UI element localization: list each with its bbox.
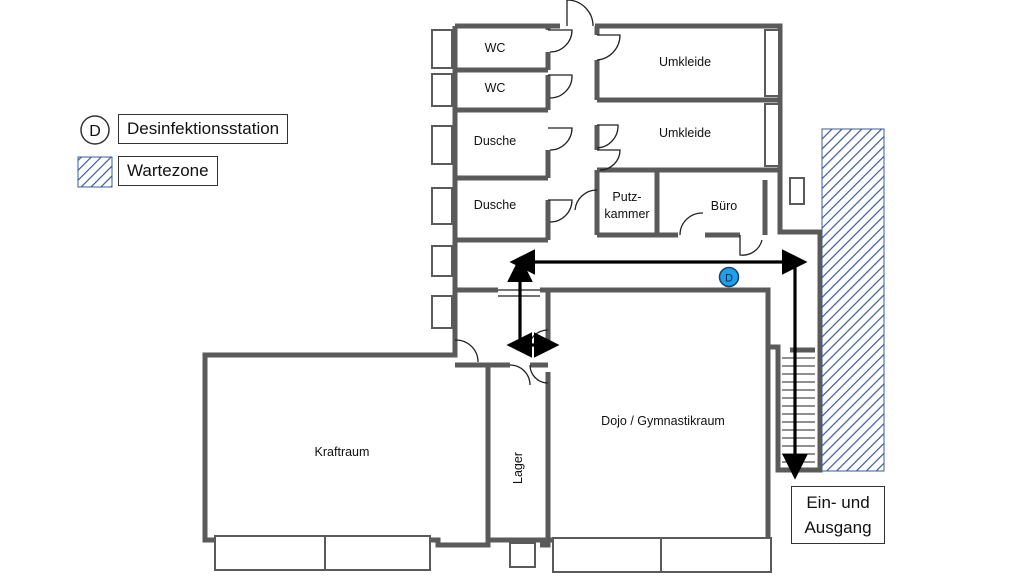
storage-walls: [452, 340, 548, 540]
waiting-zone-area: [821, 128, 885, 472]
locker-room-walls: [594, 26, 780, 238]
room-label-janitor-line2: kammer: [604, 207, 649, 221]
exit-label: Ein- und Ausgang: [791, 486, 885, 544]
room-label-shower-1: Dusche: [474, 134, 516, 148]
sanitary-block-walls: [455, 26, 551, 243]
windows-right: [764, 29, 805, 205]
windows-left: [431, 29, 453, 329]
floor-plan: [202, 23, 823, 548]
legend-waiting-zone-label: Wartezone: [118, 156, 218, 186]
disinfection-marker-label: D: [725, 273, 733, 285]
door-swings: [454, 0, 763, 386]
route-arrows: [506, 249, 808, 480]
room-label-office: Büro: [711, 199, 737, 213]
stairs: [782, 357, 815, 463]
corridor-walls: [452, 240, 771, 540]
room-label-janitor-line1: Putz-: [612, 190, 641, 204]
disinfection-station-marker: D: [718, 266, 740, 288]
legend-disinfection-symbol: D: [89, 123, 101, 140]
room-label-wc-1: WC: [485, 41, 506, 55]
legend-disinfection-icon: [80, 115, 110, 145]
windows-bottom: [214, 535, 772, 573]
exit-label-line1: Ein- und: [806, 493, 870, 512]
room-label-shower-2: Dusche: [474, 198, 516, 212]
room-label-weight-room: Kraftraum: [315, 445, 370, 459]
room-label-wc-2: WC: [485, 81, 506, 95]
room-labels: WC WC Dusche Dusche Umkleide Umkleide Pu…: [315, 41, 738, 484]
legend-symbols: D: [77, 115, 113, 188]
room-label-locker-2: Umkleide: [659, 126, 711, 140]
room-label-storage: Lager: [511, 452, 525, 484]
room-label-dojo: Dojo / Gymnastikraum: [601, 414, 725, 428]
room-label-locker-1: Umkleide: [659, 55, 711, 69]
exit-label-line2: Ausgang: [804, 518, 872, 537]
legend-disinfection-label: Desinfektionsstation: [118, 114, 289, 144]
legend-waiting-zone-swatch: [77, 156, 113, 188]
